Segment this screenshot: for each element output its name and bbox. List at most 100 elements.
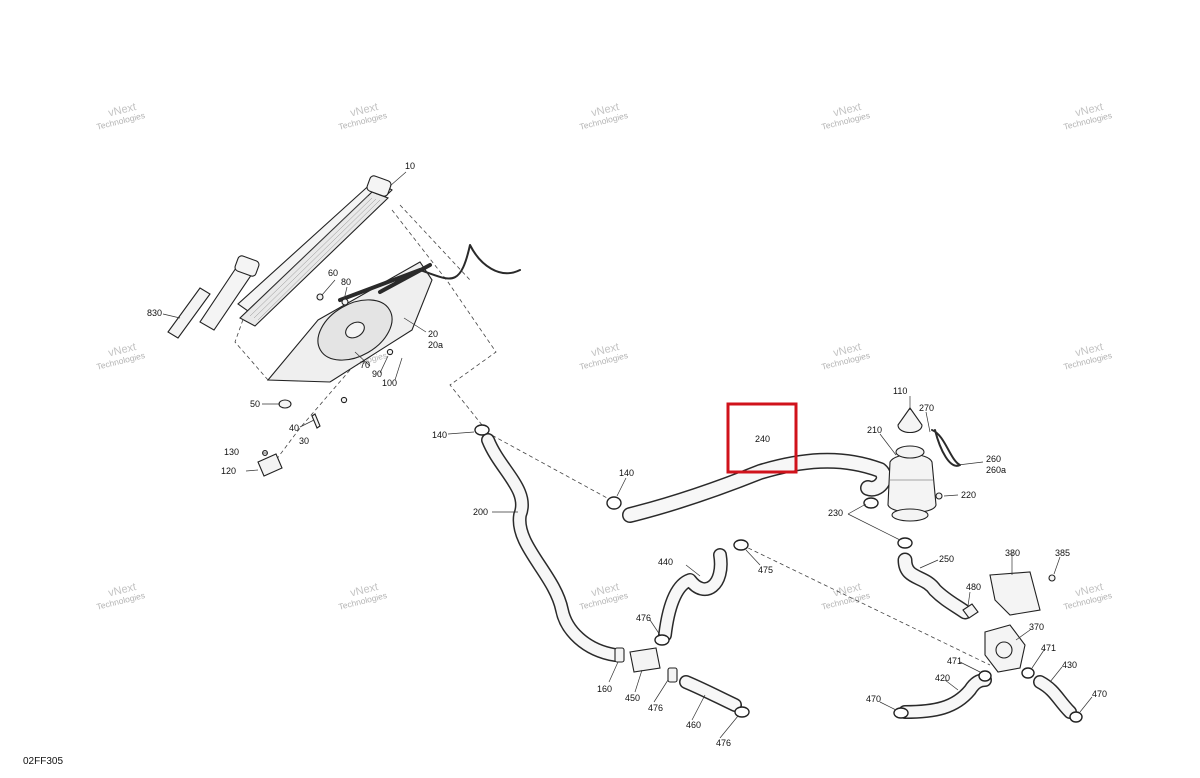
callout-476: 476: [716, 738, 731, 748]
hose-460: [679, 675, 742, 712]
callout-30: 30: [299, 436, 309, 446]
fittings: [614, 647, 678, 683]
radiator-top-tank: [366, 175, 392, 197]
screw: [316, 293, 324, 301]
fitting-450: [629, 647, 661, 673]
clamp-470: [893, 707, 909, 719]
callout-240: 240: [755, 434, 770, 444]
callout-430: 430: [1062, 660, 1077, 670]
screw: [341, 298, 349, 306]
callout-471: 471: [1041, 643, 1056, 653]
watermark: vNext Technologies: [337, 101, 388, 132]
fan-wire: [419, 244, 521, 280]
callout-440: 440: [658, 557, 673, 567]
thermostat-housing: [962, 571, 1056, 673]
callout-labels: 10 60 80 830 20 20a 70 90 100 50 40 30 1…: [147, 161, 1107, 748]
callout-140: 140: [432, 430, 447, 440]
callout-476: 476: [636, 613, 651, 623]
callout-250: 250: [939, 554, 954, 564]
reservoir-neck: [895, 445, 925, 459]
callout-460: 460: [686, 720, 701, 730]
clamp-476: [654, 634, 670, 646]
clamp-476: [734, 706, 750, 718]
callout-470: 470: [866, 694, 881, 704]
watermark: vNext Technologies: [820, 581, 871, 612]
callout-270: 270: [919, 403, 934, 413]
callout-450: 450: [625, 693, 640, 703]
radiator-hose-830: [167, 287, 211, 339]
callout-470: 470: [1092, 689, 1107, 699]
overflow-line-270: [931, 429, 961, 467]
bracket-120: [257, 453, 283, 477]
radiator-fins: [245, 195, 381, 321]
clamp-230: [863, 497, 879, 509]
callout-260a: 260a: [986, 465, 1006, 475]
clamp-475: [733, 539, 749, 551]
watermark: vNext Technologies: [1062, 341, 1113, 372]
clamp-476: [667, 667, 678, 683]
callout-130: 130: [224, 447, 239, 457]
coolant-reservoir: [887, 407, 961, 522]
watermark: vNext Technologies: [95, 341, 146, 372]
callout-471: 471: [947, 656, 962, 666]
radiator-lower-tank: [234, 255, 260, 277]
callout-20a: 20a: [428, 340, 443, 350]
hose-250: [897, 552, 973, 620]
screw-385: [1048, 574, 1056, 582]
callout-100: 100: [382, 378, 397, 388]
callout-50: 50: [250, 399, 260, 409]
callout-480: 480: [966, 582, 981, 592]
bracket-380: [989, 571, 1041, 616]
callout-120: 120: [221, 466, 236, 476]
clamp-471: [978, 670, 992, 682]
callout-830: 830: [147, 308, 162, 318]
callout-20: 20: [428, 329, 438, 339]
fan-bracket: [338, 263, 432, 302]
callout-80: 80: [341, 277, 351, 287]
housing-port: [995, 641, 1013, 659]
watermark: vNext Technologies: [1062, 101, 1113, 132]
hose-240: [622, 452, 892, 523]
callout-420: 420: [935, 673, 950, 683]
callout-210: 210: [867, 425, 882, 435]
watermark: vNext Technologies: [820, 101, 871, 132]
callout-10: 10: [405, 161, 415, 171]
clamp-140: [474, 424, 490, 436]
callout-140: 140: [619, 468, 634, 478]
bolt-40: [311, 413, 321, 429]
callout-160: 160: [597, 684, 612, 694]
callout-230: 230: [828, 508, 843, 518]
callout-380: 380: [1005, 548, 1020, 558]
grommet-50: [278, 399, 292, 409]
callout-370: 370: [1029, 622, 1044, 632]
watermark: vNext Technologies: [820, 341, 871, 372]
callout-60: 60: [328, 268, 338, 278]
hose-430: [1033, 675, 1077, 719]
callout-476: 476: [648, 703, 663, 713]
diagram-reference-code: 02FF305: [23, 756, 63, 767]
watermark: vNext Technologies: [578, 101, 629, 132]
watermark: vNext Technologies: [95, 581, 146, 612]
clamp-140: [606, 496, 622, 510]
radiator-assembly: [167, 175, 521, 477]
hose-420: [898, 673, 992, 719]
hose-200: [481, 433, 622, 662]
callout-220: 220: [961, 490, 976, 500]
watermark-layer: vNext Technologies vNext Technologies vN…: [95, 101, 1113, 612]
hose-440: [658, 548, 728, 642]
spring-480: [962, 603, 979, 619]
clamp-230: [897, 537, 913, 549]
watermark: vNext Technologies: [337, 581, 388, 612]
callout-200: 200: [473, 507, 488, 517]
screw: [386, 348, 394, 356]
watermark: vNext Technologies: [578, 581, 629, 612]
callout-475: 475: [758, 565, 773, 575]
reservoir-cap-110: [897, 407, 923, 434]
callout-90: 90: [372, 369, 382, 379]
callout-70: 70: [360, 360, 370, 370]
reservoir-tank: [887, 453, 937, 514]
callout-110: 110: [893, 386, 907, 396]
highlight-box-240: [726, 402, 798, 474]
watermark: vNext Technologies: [1062, 581, 1113, 612]
